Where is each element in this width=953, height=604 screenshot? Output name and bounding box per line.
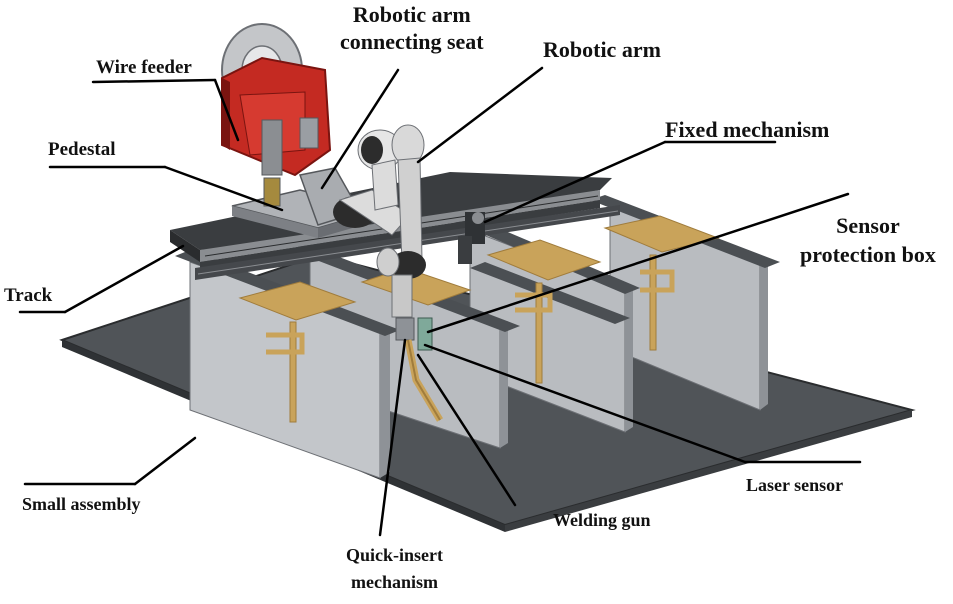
label-robotic-arm: Robotic arm — [543, 37, 661, 62]
label-welding-gun: Welding gun — [553, 510, 651, 530]
end-effector — [395, 317, 444, 422]
label-robotic-arm-connecting-seat: Robotic arm connecting seat — [340, 3, 484, 53]
label-sensor-protection-box: Sensor protection box — [800, 214, 936, 266]
label-quick-insert-line2: mechanism — [351, 571, 438, 592]
label-quick-insert-line1: Quick-insert — [346, 545, 443, 565]
leader-lines — [18, 66, 862, 537]
label-laser-sensor: Laser sensor — [746, 475, 844, 495]
label-track: Track — [4, 285, 53, 306]
robotic-arm — [333, 124, 426, 318]
label-sensor-box-line1: Sensor — [836, 213, 900, 238]
wire-feeder — [221, 23, 332, 207]
label-sensor-box-line2: protection box — [800, 242, 936, 268]
label-robotic-arm-seat-line1: Robotic arm — [352, 2, 471, 27]
label-fixed-mechanism: Fixed mechanism — [665, 117, 830, 142]
fixed-mechanism — [458, 212, 485, 264]
brass-clamps — [238, 215, 720, 423]
label-pedestal: Pedestal — [48, 139, 116, 160]
label-quick-insert-mechanism: Quick-insert mechanism — [346, 546, 443, 592]
label-small-assembly: Small assembly — [22, 494, 141, 514]
label-wire-feeder: Wire feeder — [96, 57, 192, 78]
label-robotic-arm-seat-line2: connecting seat — [340, 29, 484, 55]
